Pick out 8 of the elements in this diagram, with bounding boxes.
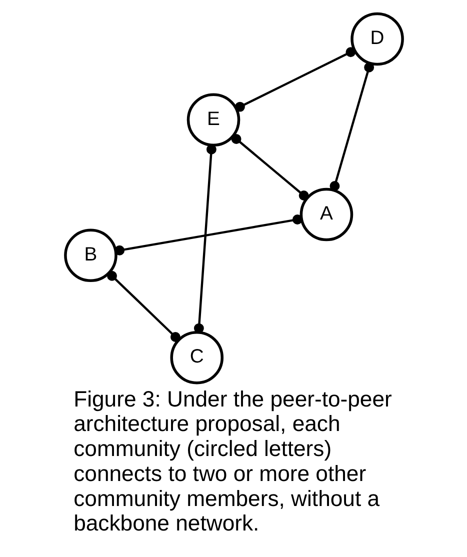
node-circle: D — [350, 12, 404, 66]
connector — [193, 144, 216, 334]
connector — [234, 47, 356, 112]
connector — [230, 134, 308, 200]
connector — [329, 62, 374, 191]
caption: Figure 3: Under the peer-to-peer architecture proposal, each community (circled letters) connects to two or more other community members, without a backbone network. — [73, 386, 392, 536]
connector — [106, 270, 180, 342]
connector — [114, 214, 302, 256]
